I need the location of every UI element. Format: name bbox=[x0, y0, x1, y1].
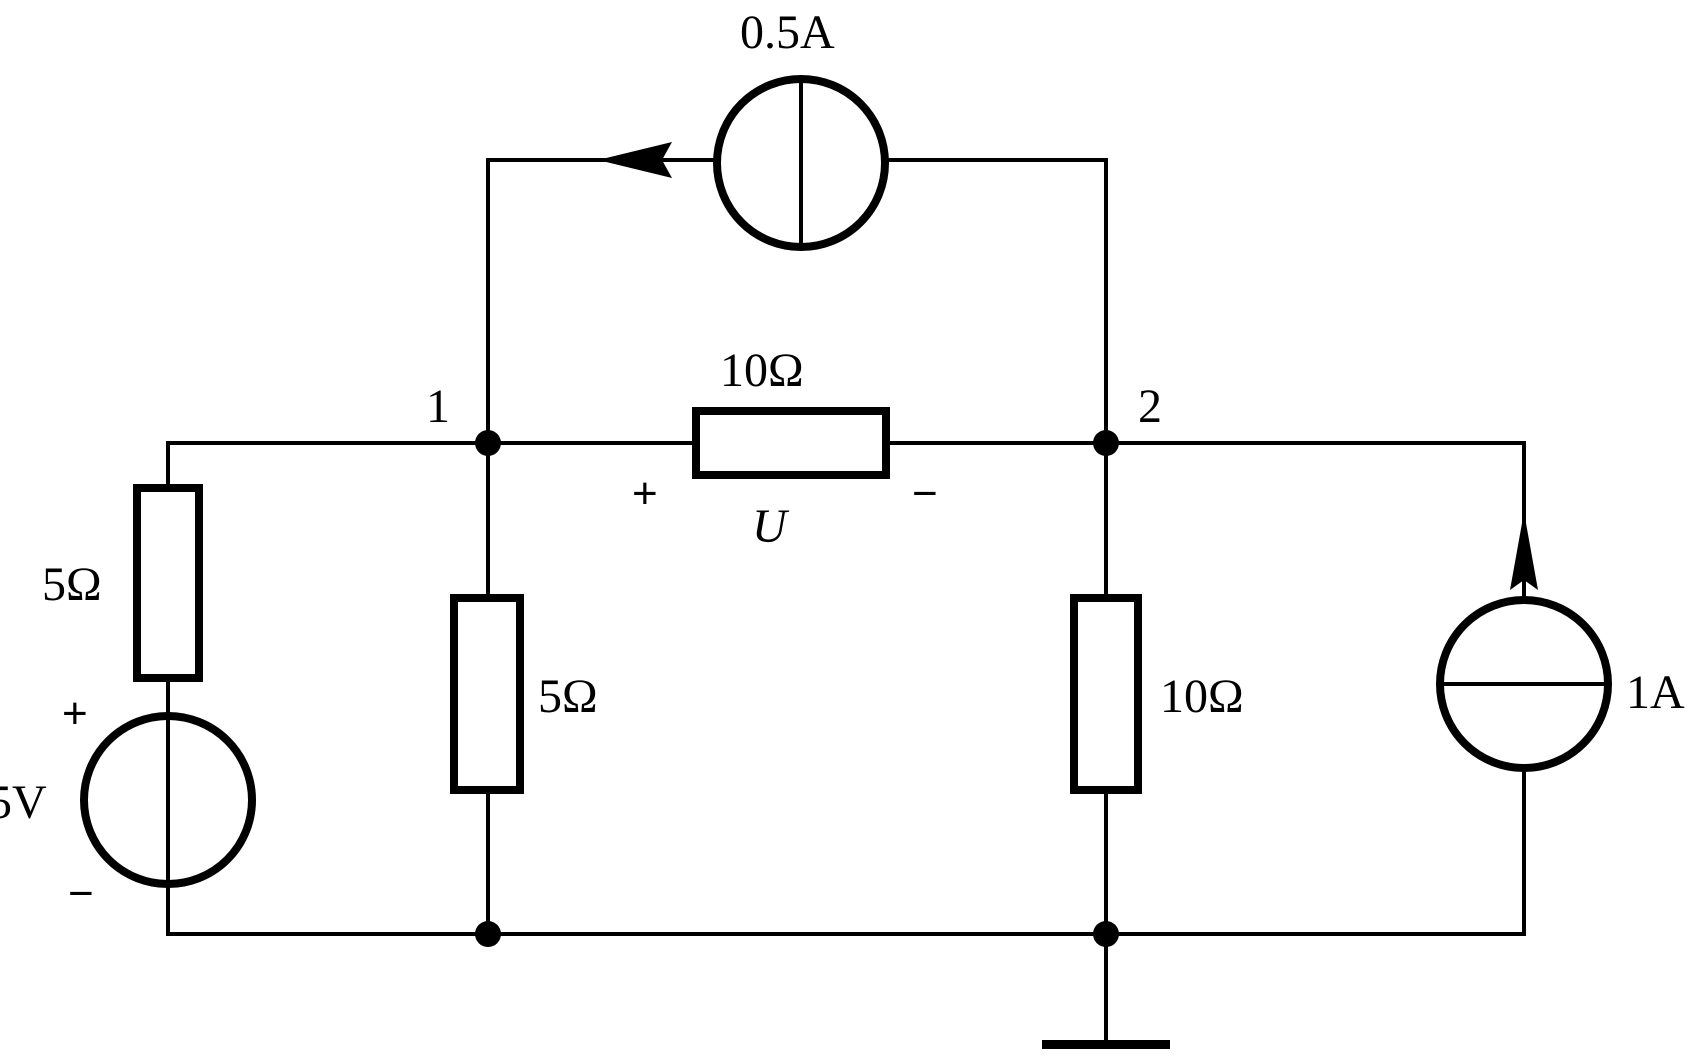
current-source-top bbox=[713, 75, 889, 251]
label-node-2: 2 bbox=[1138, 380, 1162, 433]
label-voltage-u: U bbox=[752, 500, 790, 553]
label-current-source-right: 1A bbox=[1626, 666, 1685, 719]
label-plus-source: + bbox=[62, 689, 88, 738]
resistor-left-series bbox=[133, 484, 203, 682]
arrow-left-icon bbox=[598, 142, 672, 178]
label-node-1: 1 bbox=[426, 380, 450, 433]
ground-symbol bbox=[1042, 1040, 1170, 1049]
label-minus-source: − bbox=[68, 869, 94, 918]
node-1-dot bbox=[475, 430, 501, 456]
wire-left-top bbox=[166, 441, 490, 490]
wire-top-branch-right bbox=[886, 158, 1108, 445]
label-resistor-left-shunt: 5Ω bbox=[538, 670, 598, 723]
node-bottom-left-dot bbox=[475, 921, 501, 947]
wire-left-bottom bbox=[166, 883, 490, 936]
resistor-middle bbox=[692, 407, 890, 479]
wire-node2-to-right bbox=[1104, 441, 1526, 602]
wires bbox=[166, 158, 1526, 1046]
label-plus-u: + bbox=[632, 469, 658, 518]
label-voltage-source: 5V bbox=[0, 776, 47, 829]
arrow-up-icon bbox=[1510, 512, 1538, 590]
wire-bottom-right bbox=[1104, 761, 1526, 936]
node-2-dot bbox=[1093, 430, 1119, 456]
label-resistor-left-series: 5Ω bbox=[42, 558, 102, 611]
node-bottom-right-dot bbox=[1093, 921, 1119, 947]
resistor-left-shunt bbox=[450, 594, 524, 794]
current-source-right bbox=[1436, 596, 1612, 772]
label-current-source-top: 0.5A bbox=[740, 6, 835, 59]
label-resistor-middle: 10Ω bbox=[720, 344, 804, 397]
resistor-right bbox=[1070, 594, 1142, 794]
voltage-source bbox=[80, 712, 256, 888]
label-minus-u: − bbox=[912, 469, 938, 518]
label-resistor-right: 10Ω bbox=[1160, 670, 1244, 723]
wire-top-branch bbox=[486, 158, 716, 445]
